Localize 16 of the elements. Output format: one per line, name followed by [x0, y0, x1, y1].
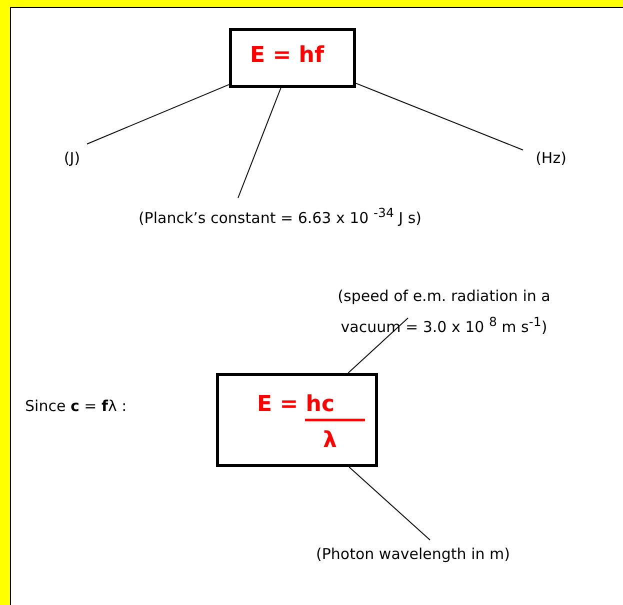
formula-text: E = hf [250, 43, 324, 68]
annotation-text: (speed of e.m. radiation in a vacuum = 3.0 x 10 $^{8}$ m s$^{-1}$) [336, 286, 552, 338]
annotation-text: (J) [62, 148, 82, 169]
formula-box [216, 373, 378, 467]
formula-text: λ [323, 428, 337, 453]
annotation-text: (Photon wavelength in m) [315, 544, 511, 565]
leader-line [348, 318, 408, 374]
formula-box [229, 28, 356, 88]
leader-line [238, 88, 282, 198]
leader-line [356, 82, 524, 150]
annotation-text: (Hz) [534, 148, 568, 169]
formula-text: E = hc [257, 392, 334, 417]
equation-text: Since c = fλ : [25, 397, 127, 415]
leader-line [348, 466, 430, 540]
annotation-text: (Planck’s constant = 6.63 x 10 $^{-34}$ J s) [137, 204, 423, 229]
leader-line [86, 84, 230, 144]
